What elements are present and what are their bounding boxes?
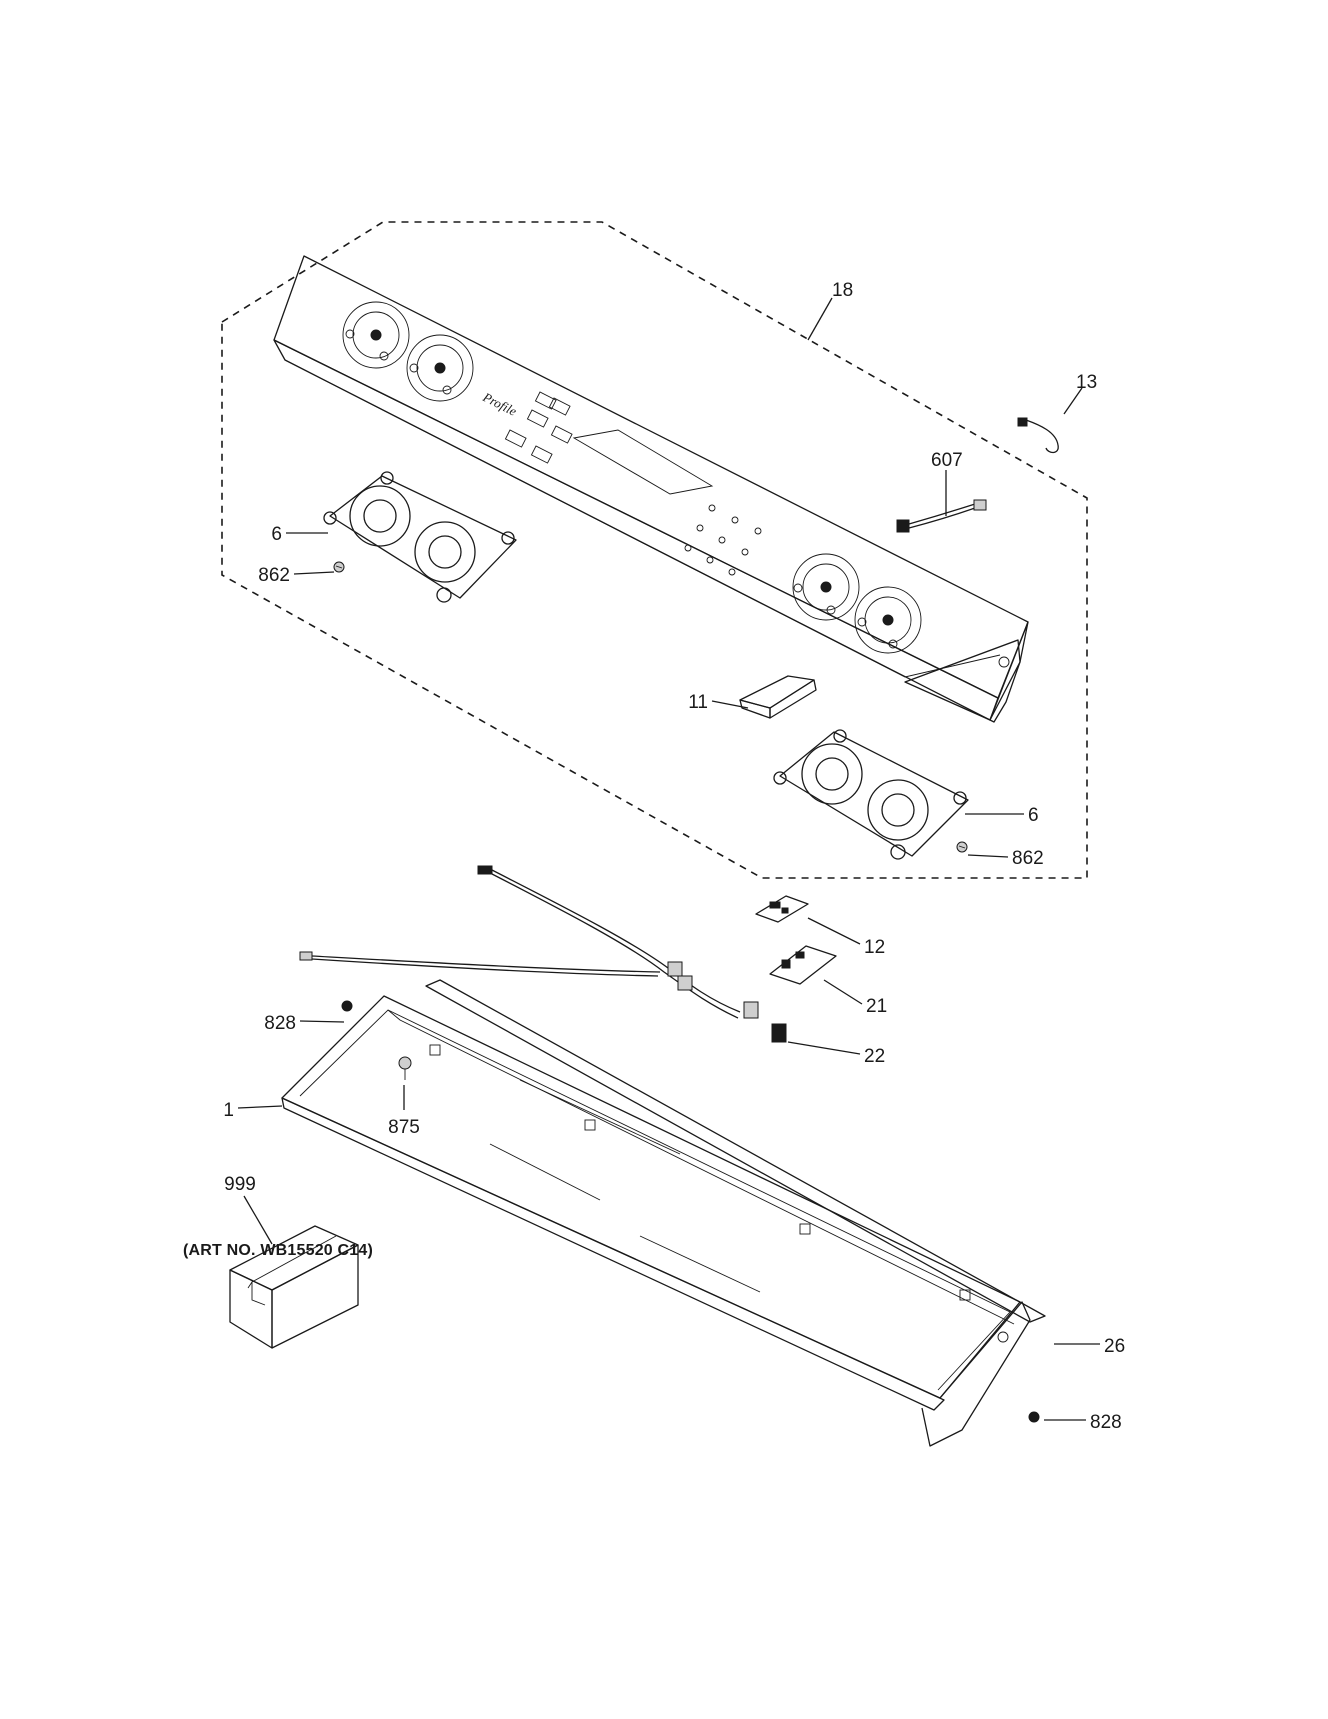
callout-13: 13 [1076,372,1097,393]
callout-6-right: 6 [1028,805,1039,826]
control-frame-1[interactable] [281,995,1031,1447]
callout-26: 26 [1104,1336,1125,1357]
keypad-graphics [504,391,762,576]
wire-harness-13[interactable] [1017,417,1059,454]
callout-6-left: 6 [271,524,282,545]
screw-828-right[interactable] [1028,1411,1040,1423]
screw-862-right[interactable] [956,841,968,853]
screw-828-left[interactable] [341,1000,353,1012]
callout-22: 22 [864,1046,885,1067]
callout-12: 12 [864,937,885,958]
board-11[interactable] [739,675,817,719]
callout-875: 875 [388,1117,420,1138]
right-dial-graphics [792,553,922,654]
callout-862-right: 862 [1012,848,1044,869]
leader-lines [237,297,1100,1421]
callout-828-right: 828 [1090,1412,1122,1433]
display-window [572,429,714,495]
callout-1: 1 [223,1100,234,1121]
encoder-housing-right[interactable] [773,729,969,860]
screw-875[interactable] [398,1056,412,1080]
control-panel[interactable]: Profile [273,255,1029,723]
callout-11: 11 [688,692,708,713]
main-harness-22[interactable] [299,865,787,1043]
callout-18: 18 [832,280,853,301]
callout-828-left: 828 [264,1013,296,1034]
encoder-housing-left[interactable] [323,471,517,603]
screw-862-left[interactable] [333,561,345,573]
board-21[interactable] [769,945,837,985]
brand-mark: Profile [480,389,520,419]
callout-999: 999 [224,1174,256,1195]
box-999[interactable] [229,1225,359,1349]
wire-harness-607[interactable] [896,499,987,533]
assembly-boundary-18 [221,221,1088,879]
callout-21: 21 [866,996,887,1017]
board-12[interactable] [755,895,809,923]
callout-862-left: 862 [258,565,290,586]
left-dial-graphics [342,301,474,402]
art-number: (ART NO. WB15520 C14) [183,1242,374,1259]
callout-607: 607 [931,450,963,471]
gasket-strip-26[interactable] [425,979,1046,1323]
